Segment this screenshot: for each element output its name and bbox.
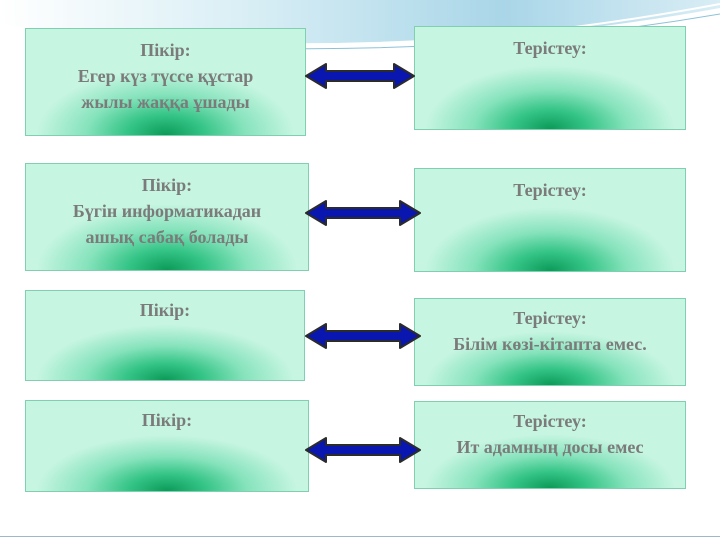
negation-label-2: Терістеу:: [513, 180, 587, 200]
statement-text-1b: жылы жаққа ұшады: [81, 92, 250, 112]
negation-box-1: Терістеу:: [414, 26, 686, 130]
statement-box-2: Пікір: Бүгін информатикадан ашық сабақ б…: [25, 163, 309, 271]
statement-label-1: Пікір:: [140, 40, 191, 60]
negation-box-3: Терістеу: Білім көзі-кітапта емес.: [414, 298, 686, 386]
negation-text-4: Ит адамның досы емес: [456, 437, 644, 457]
negation-box-4: Терістеу: Ит адамның досы емес: [414, 401, 686, 489]
bottom-divider: [0, 536, 720, 537]
statement-label-3: Пікір:: [139, 300, 191, 320]
negation-label-3: Терістеу:: [513, 308, 587, 328]
statement-text-2a: Бүгін информатикадан: [72, 201, 262, 221]
negation-label-4: Терістеу:: [513, 411, 587, 431]
statement-box-1: Пікір: Егер күз түссе құстар жылы жаққа …: [25, 28, 306, 136]
statement-box-3: Пікір:: [25, 290, 305, 381]
statement-box-4: Пікір:: [25, 400, 309, 492]
statement-text-2b: ашық сабақ болады: [85, 227, 249, 247]
double-arrow-icon: [305, 323, 421, 349]
statement-label-2: Пікір:: [141, 175, 193, 195]
statement-label-4: Пікір:: [141, 410, 193, 430]
double-arrow-icon: [305, 63, 415, 89]
double-arrow-icon: [305, 200, 421, 226]
statement-text-1a: Егер күз түссе құстар: [77, 66, 254, 86]
negation-label-1: Терістеу:: [513, 38, 587, 58]
negation-text-3: Білім көзі-кітапта емес.: [453, 334, 647, 354]
double-arrow-icon: [305, 437, 421, 463]
negation-box-2: Терістеу:: [414, 168, 686, 272]
